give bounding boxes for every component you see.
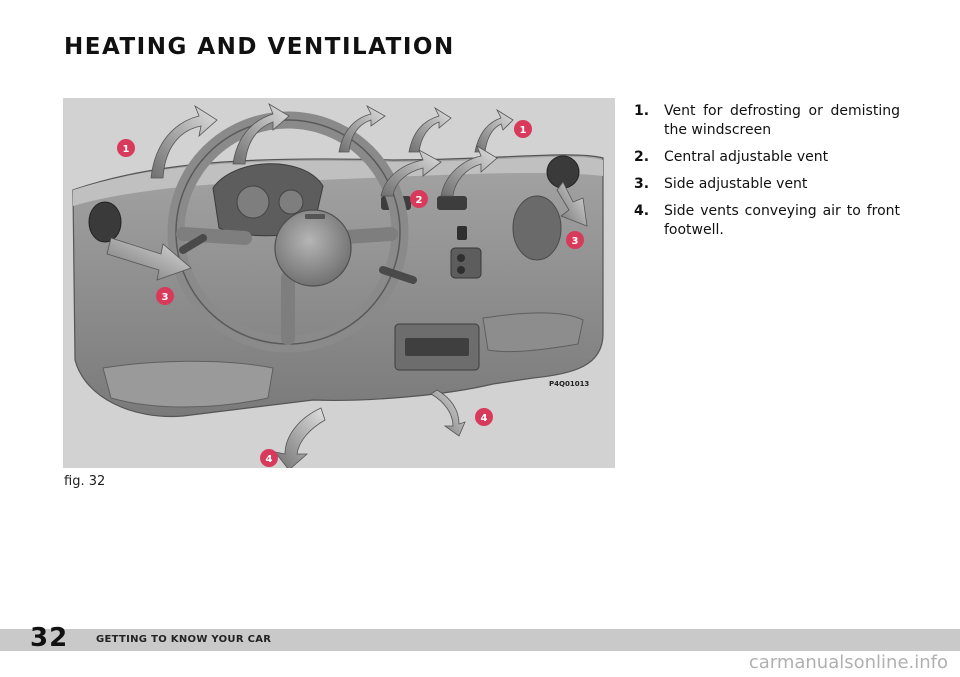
legend-text: Side vents conveying air to front footwe… xyxy=(664,203,900,238)
legend-item: 4. Side vents conveying air to front foo… xyxy=(634,202,900,240)
footer-bar xyxy=(0,629,960,651)
switch-knob xyxy=(457,254,465,262)
arrows-central xyxy=(380,145,498,197)
indicator-stalk xyxy=(179,234,207,254)
figure-caption: fig. 32 xyxy=(64,474,106,489)
dashboard-illustration: 1 1 2 3 3 4 4 P4Q01013 xyxy=(63,98,615,468)
callout-1-left: 1 xyxy=(117,139,135,157)
legend-number: 3. xyxy=(634,176,650,192)
arrows-footwell xyxy=(274,389,466,468)
arrows-side xyxy=(106,181,588,281)
airflow-arrow xyxy=(380,149,442,197)
airflow-arrow xyxy=(408,106,452,153)
svg-text:3: 3 xyxy=(162,292,169,303)
legend-text: Side adjustable vent xyxy=(664,176,808,192)
svg-text:3: 3 xyxy=(572,236,579,247)
svg-text:2: 2 xyxy=(416,195,423,206)
airflow-arrow xyxy=(430,389,466,437)
legend-number: 2. xyxy=(634,149,650,165)
steering-spoke-left xyxy=(176,227,252,245)
legend-item: 2. Central adjustable vent xyxy=(634,148,900,167)
section-name: GETTING TO KNOW YOUR CAR xyxy=(96,634,272,645)
callout-3-right: 3 xyxy=(566,231,584,249)
callout-3-left: 3 xyxy=(156,287,174,305)
rev-gauge xyxy=(278,189,304,215)
wiper-stalk xyxy=(379,266,417,284)
left-side-vent xyxy=(88,201,122,243)
right-door-recess xyxy=(512,195,562,261)
airflow-arrow xyxy=(232,103,290,165)
speedometer-gauge xyxy=(236,185,270,219)
central-vent-right xyxy=(437,196,467,210)
legend-item: 3. Side adjustable vent xyxy=(634,175,900,194)
hazard-switch xyxy=(457,226,467,240)
callout-4-left: 4 xyxy=(260,449,278,467)
svg-text:4: 4 xyxy=(481,413,488,424)
steering-airbag-hub xyxy=(274,209,352,287)
switch-knob xyxy=(457,266,465,274)
lower-right-panel xyxy=(482,312,584,353)
dashboard-figure: 1 1 2 3 3 4 4 P4Q01013 xyxy=(63,98,615,468)
airflow-arrow xyxy=(556,181,588,227)
lower-left-panel xyxy=(102,360,274,408)
svg-text:1: 1 xyxy=(123,144,130,155)
legend-number: 1. xyxy=(634,103,650,119)
airflow-arrow xyxy=(150,104,218,179)
page-title: HEATING AND VENTILATION xyxy=(64,34,455,60)
arrows-windscreen xyxy=(150,103,514,179)
callout-4-right: 4 xyxy=(475,408,493,426)
radio-slot-inner xyxy=(405,338,469,356)
legend-text: Vent for defrosting or demisting the win… xyxy=(664,103,900,138)
svg-text:1: 1 xyxy=(520,125,527,136)
legend-number: 4. xyxy=(634,203,650,219)
svg-text:4: 4 xyxy=(266,454,273,465)
watermark: carmanualsonline.info xyxy=(748,652,948,673)
airflow-arrow xyxy=(474,108,514,153)
callout-2: 2 xyxy=(410,190,428,208)
airflow-arrow xyxy=(440,145,498,197)
airflow-arrow xyxy=(274,407,326,468)
page-number: 32 xyxy=(30,623,69,653)
legend-item: 1. Vent for defrosting or demisting the … xyxy=(634,102,900,140)
airbag-emblem xyxy=(305,214,325,219)
switch-panel xyxy=(450,247,482,279)
image-code: P4Q01013 xyxy=(549,380,589,388)
legend-text: Central adjustable vent xyxy=(664,149,829,165)
callout-1-right: 1 xyxy=(514,120,532,138)
legend-list: 1. Vent for defrosting or demisting the … xyxy=(634,102,900,248)
airflow-arrow xyxy=(338,105,386,153)
airflow-arrow xyxy=(106,237,192,281)
